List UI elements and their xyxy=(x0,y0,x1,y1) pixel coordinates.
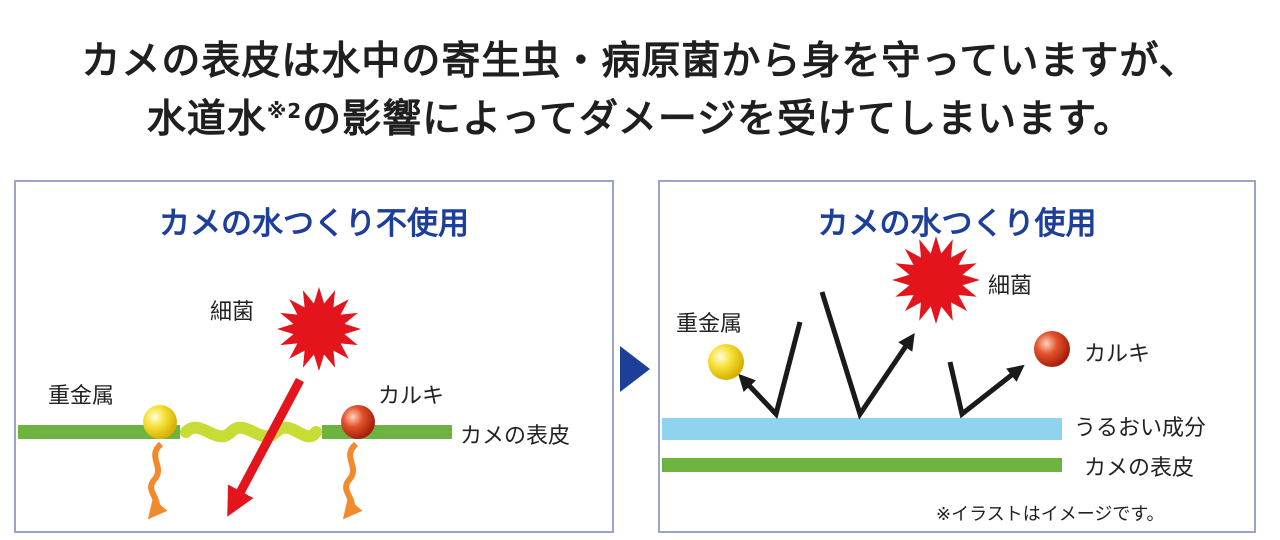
penetration-arrow-heavy-metal xyxy=(147,441,168,520)
panel-title-without: カメの水つくり不使用 xyxy=(159,206,469,242)
headline-line-2: 水道水※2の影響によってダメージを受けてしまいます。 xyxy=(0,88,1280,144)
red-ball-icon xyxy=(1034,331,1070,367)
bacteria-penetration-arrow xyxy=(227,377,304,517)
deflect-arrow-chlorine xyxy=(947,361,1025,419)
label-heavy-metal: 重金属 xyxy=(48,384,115,409)
skin-layer xyxy=(662,458,1062,472)
illustration-note: ※イラストはイメージです。 xyxy=(936,504,1165,525)
label-chlorine: カルキ xyxy=(1084,342,1151,367)
label-skin: カメの表皮 xyxy=(1084,456,1195,481)
triangle-right-icon xyxy=(620,346,650,392)
spiky-star-icon xyxy=(277,287,361,371)
skin-layer-right-segment xyxy=(322,425,452,439)
yellow-ball-icon xyxy=(143,405,177,439)
diagram-without-product xyxy=(18,287,452,520)
panel-title-with: カメの水つくり使用 xyxy=(817,206,1097,242)
headline-line-2-rest: の影響によってダメージを受けてしまいます。 xyxy=(302,97,1134,142)
spiky-star-icon xyxy=(892,236,980,324)
label-chlorine: カルキ xyxy=(378,384,445,409)
panel-with-product: カメの水つくり使用 xyxy=(658,180,1256,533)
headline-line-1: カメの表皮は水中の寄生虫・病原菌から身を守っていますが、 xyxy=(81,39,1199,84)
footnote-marker: ※2 xyxy=(266,99,303,123)
label-bacteria: 細菌 xyxy=(988,274,1033,299)
deflect-arrow-heavy-metal xyxy=(738,321,803,420)
damaged-skin-wave xyxy=(180,421,322,443)
panel-without-product: カメの水つくり不使用 xyxy=(14,180,614,533)
label-moisture: うるおい成分 xyxy=(1074,416,1207,441)
label-skin: カメの表皮 xyxy=(460,424,571,449)
red-ball-icon xyxy=(341,405,375,439)
diagram-with-product xyxy=(662,236,1070,472)
label-bacteria: 細菌 xyxy=(210,300,255,325)
label-heavy-metal: 重金属 xyxy=(676,312,743,337)
yellow-ball-icon xyxy=(708,344,744,380)
deflect-arrow-bacteria xyxy=(819,291,915,420)
moisture-layer xyxy=(662,418,1062,440)
skin-layer-left-segment xyxy=(18,425,180,439)
penetration-arrow-chlorine xyxy=(342,441,363,520)
headline-tap-water: 水道水 xyxy=(146,97,267,142)
